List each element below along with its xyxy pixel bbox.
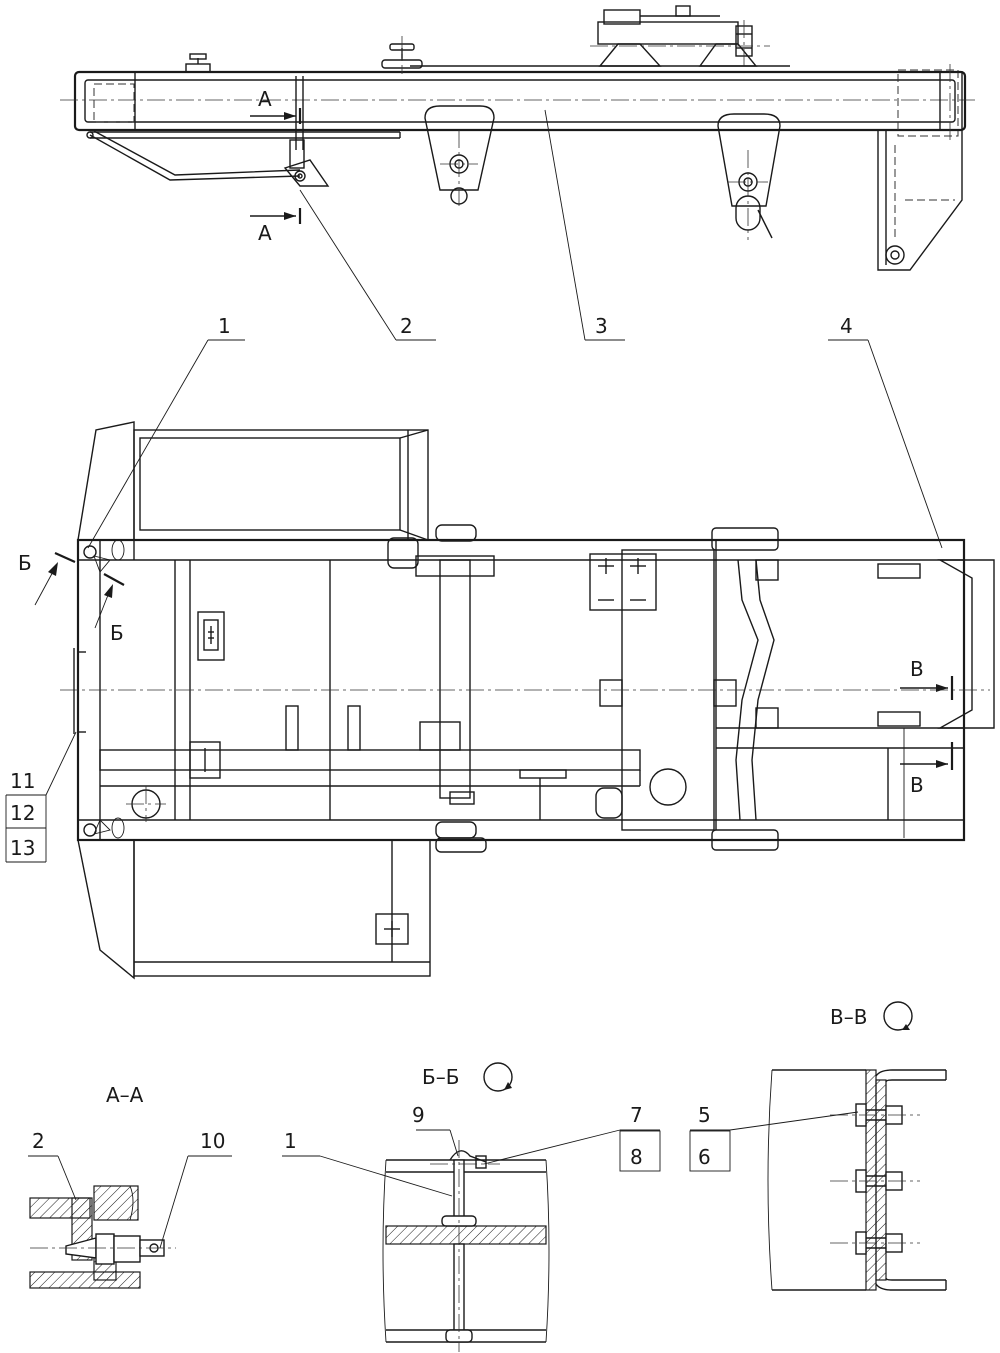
section-mark-b-left: Б bbox=[18, 551, 32, 575]
callout-11: 11 bbox=[10, 769, 35, 793]
section-vv bbox=[689, 1001, 947, 1291]
plan-view: Б Б В В bbox=[18, 421, 995, 980]
callout-5: 5 bbox=[698, 1103, 711, 1127]
section-title-aa: А–А bbox=[106, 1083, 144, 1107]
section-mark-a-bottom: А bbox=[258, 221, 272, 245]
callout-1-detail: 1 bbox=[284, 1129, 297, 1153]
callout-8: 8 bbox=[630, 1145, 643, 1169]
section-title-vv: В–В bbox=[830, 1005, 867, 1029]
callout-6: 6 bbox=[698, 1145, 711, 1169]
section-title-bb: Б–Б bbox=[422, 1065, 459, 1089]
callout-4: 4 bbox=[840, 314, 853, 338]
callout-3: 3 bbox=[595, 314, 608, 338]
section-mark-v-bottom: В bbox=[910, 773, 924, 797]
section-mark-a-top: А bbox=[258, 87, 272, 111]
callout-1: 1 bbox=[218, 314, 231, 338]
section-bb bbox=[282, 1062, 661, 1352]
callout-2-detail: 2 bbox=[32, 1129, 45, 1153]
callout-leaders-top bbox=[87, 109, 943, 549]
callout-12: 12 bbox=[10, 801, 35, 825]
section-aa bbox=[28, 1155, 232, 1289]
callout-group-11-13 bbox=[5, 731, 77, 863]
callout-7: 7 bbox=[630, 1103, 643, 1127]
callout-13: 13 bbox=[10, 836, 35, 860]
side-view: А А bbox=[60, 5, 975, 271]
callout-10: 10 bbox=[200, 1129, 225, 1153]
callout-2: 2 bbox=[400, 314, 413, 338]
section-mark-b-right: Б bbox=[110, 621, 124, 645]
section-mark-v-top: В bbox=[910, 657, 924, 681]
callout-9: 9 bbox=[412, 1103, 425, 1127]
